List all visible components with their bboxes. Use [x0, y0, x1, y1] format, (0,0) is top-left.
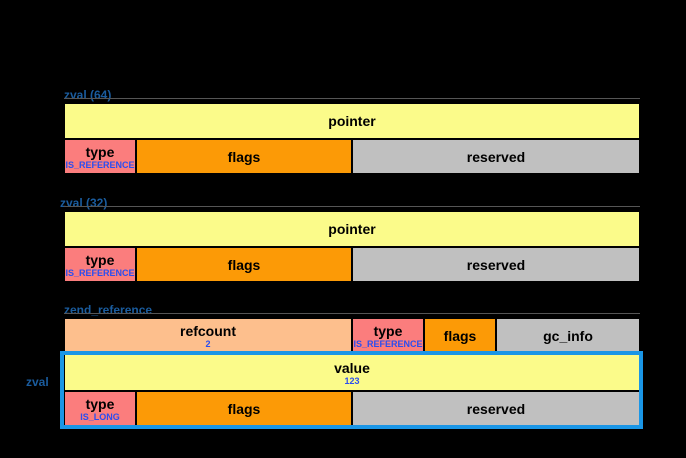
pointer-cell: pointer [64, 211, 640, 247]
type-value: IS_REFERENCE [65, 267, 135, 278]
pointer-label: pointer [328, 221, 376, 237]
zval-64-divider [64, 98, 640, 99]
zval-32-divider [64, 206, 640, 207]
type-cell: type IS_REFERENCE [64, 247, 136, 282]
zval-label: zval [26, 375, 49, 389]
flags-cell: flags [424, 318, 496, 353]
refcount-value: 2 [205, 338, 211, 349]
pointer-label: pointer [328, 113, 376, 129]
type-label: type [85, 251, 115, 268]
gc-info-cell: gc_info [496, 318, 640, 353]
value-number: 123 [344, 375, 360, 386]
zval-32-label: zval (32) [60, 196, 108, 210]
reserved-label: reserved [466, 148, 526, 165]
type-cell: type IS_REFERENCE [64, 139, 136, 174]
value-label: value [334, 359, 370, 376]
flags-label: flags [227, 400, 261, 417]
type-cell: type IS_REFERENCE [352, 318, 424, 353]
zval-64-label: zval (64) [64, 88, 112, 102]
reserved-cell: reserved [352, 247, 640, 282]
type-value: IS_LONG [80, 411, 120, 422]
pointer-cell: pointer [64, 103, 640, 139]
type-value: IS_REFERENCE [353, 338, 423, 349]
gc-info-label: gc_info [543, 327, 593, 344]
flags-cell: flags [136, 139, 352, 174]
flags-label: flags [227, 148, 261, 165]
zval-highlight-frame [60, 351, 643, 429]
reserved-label: reserved [466, 256, 526, 273]
type-label: type [85, 143, 115, 160]
zend-reference-divider [64, 313, 640, 314]
flags-label: flags [227, 256, 261, 273]
refcount-label: refcount [180, 322, 236, 339]
flags-label: flags [443, 327, 477, 344]
reserved-label: reserved [466, 400, 526, 417]
refcount-cell: refcount 2 [64, 318, 352, 353]
type-label: type [85, 395, 115, 412]
flags-cell: flags [136, 247, 352, 282]
type-label: type [373, 322, 403, 339]
reserved-cell: reserved [352, 139, 640, 174]
reserved-cell: reserved [352, 391, 640, 426]
zend-reference-label: zend_reference [64, 303, 153, 317]
type-value: IS_REFERENCE [65, 159, 135, 170]
